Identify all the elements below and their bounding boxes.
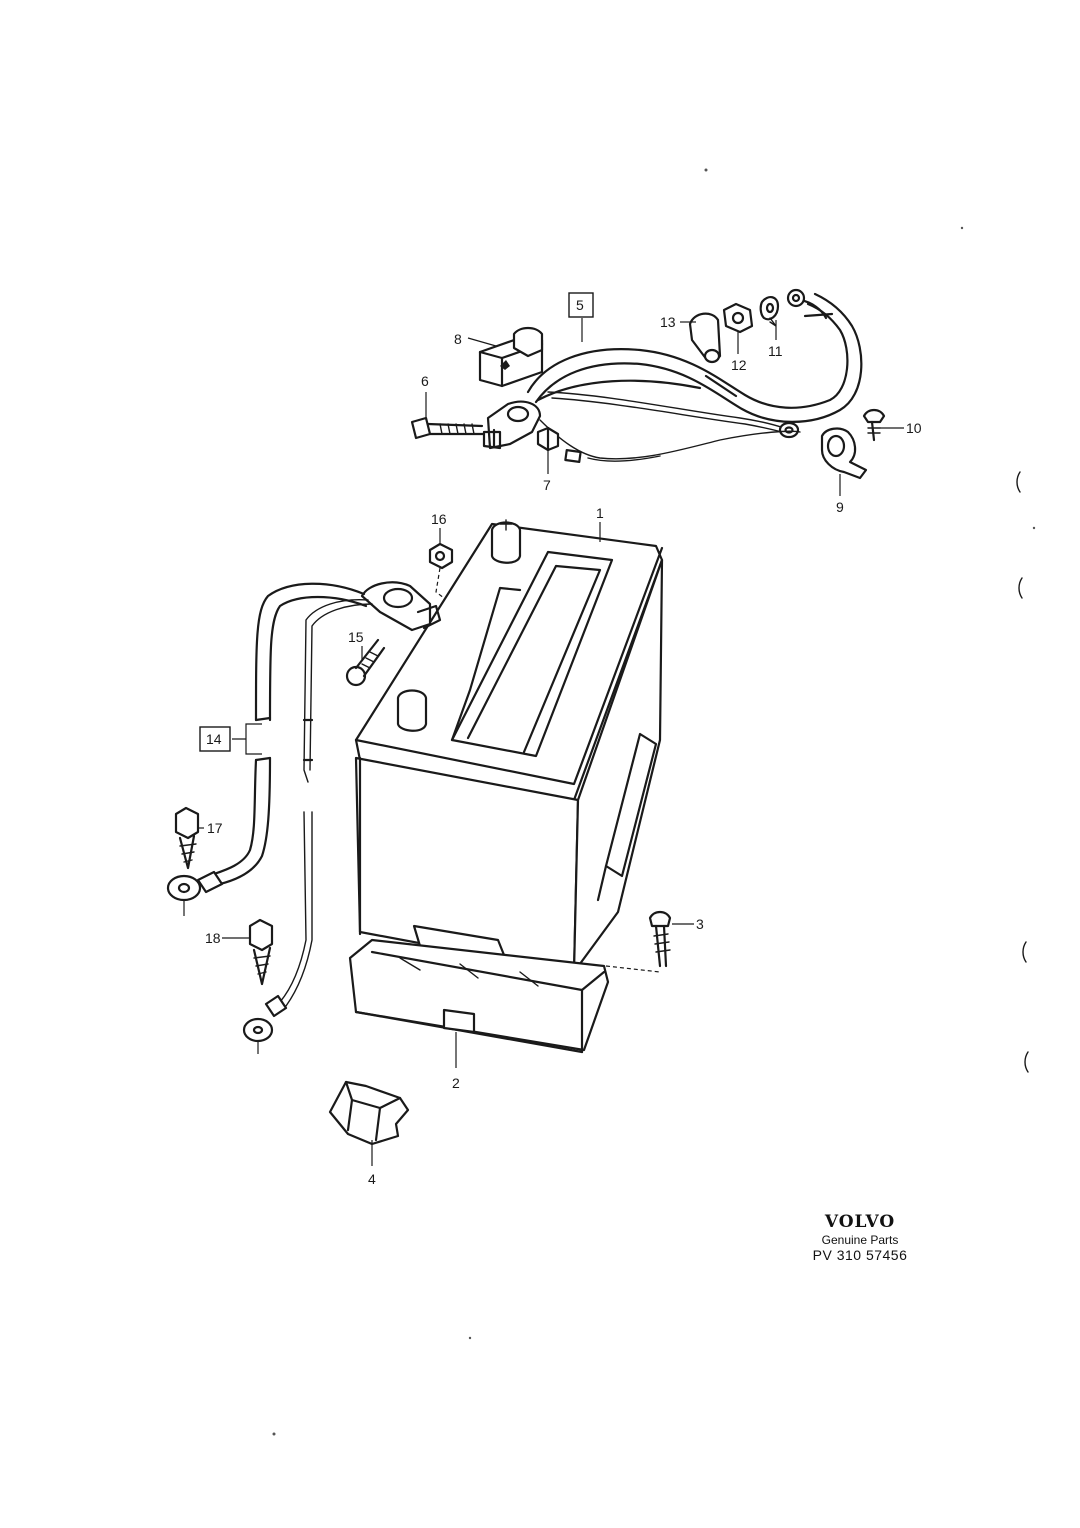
volvo-logo: VOLVO xyxy=(824,1212,896,1232)
callout-7: 7 xyxy=(543,477,551,493)
negative-cable-assembly xyxy=(166,581,442,1043)
part-16-nut xyxy=(428,542,454,599)
cable-ring-terminal-top xyxy=(786,288,806,308)
callout-5-box xyxy=(568,292,594,318)
callout-9: 9 xyxy=(836,499,844,515)
callout-10: 10 xyxy=(906,420,922,436)
part-15-bolt xyxy=(345,638,386,687)
part-3-screw xyxy=(605,910,672,973)
callout-5: 5 xyxy=(576,297,584,313)
part-13-terminal-cap xyxy=(688,312,722,364)
part-17-screw xyxy=(174,806,200,870)
part-6-bolt xyxy=(410,416,486,440)
callout-8: 8 xyxy=(454,331,462,347)
callout-12: 12 xyxy=(731,357,747,373)
part-8-terminal-cover xyxy=(478,326,544,388)
callout-11: 11 xyxy=(768,343,783,359)
callout-14: 14 xyxy=(206,731,222,747)
diagram-code: PV 310 57456 xyxy=(812,1247,908,1263)
part-10-screw xyxy=(862,408,886,442)
callout-13: 13 xyxy=(660,314,676,330)
leader-lines xyxy=(183,318,904,1166)
callout-15: 15 xyxy=(348,629,364,645)
part-12-nut xyxy=(722,302,754,334)
callout-14-box xyxy=(199,726,231,752)
part-2-battery-tray xyxy=(348,938,610,1054)
callout-6: 6 xyxy=(421,373,429,389)
part-18-screw xyxy=(248,918,274,986)
margin-marks xyxy=(272,168,1036,1436)
callout-labels: 1 2 3 4 5 6 7 8 9 10 11 12 13 14 15 16 1… xyxy=(199,292,922,1187)
callout-3: 3 xyxy=(696,916,704,932)
genuine-parts-label: Genuine Parts xyxy=(821,1233,899,1247)
part-11-washer xyxy=(759,296,780,327)
part-9-cable-clip xyxy=(820,427,868,480)
callout-4: 4 xyxy=(368,1171,376,1187)
callout-2: 2 xyxy=(452,1075,460,1091)
callout-1: 1 xyxy=(596,505,604,521)
part-4-clamp xyxy=(328,1080,410,1146)
callout-16: 16 xyxy=(431,511,447,527)
part-1-battery xyxy=(354,519,664,974)
part-7-nut xyxy=(536,426,560,452)
callout-17: 17 xyxy=(207,820,223,836)
callout-18: 18 xyxy=(205,930,221,946)
brand-block: VOLVO Genuine Parts PV 310 57456 xyxy=(806,1212,914,1263)
